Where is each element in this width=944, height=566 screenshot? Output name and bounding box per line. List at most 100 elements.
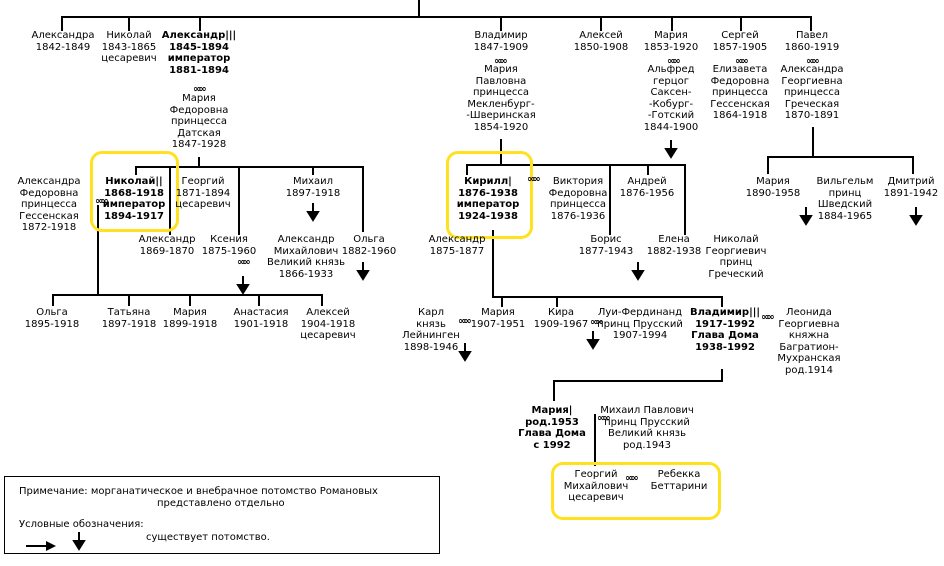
person-line: 1895-1918 [24, 318, 80, 330]
person-line: 1882-1938 [646, 245, 702, 257]
person-line: Алексей [306, 307, 350, 318]
person-line: 1876-1956 [619, 187, 675, 199]
person-line: Гессенская [19, 210, 79, 222]
person-line: Ольга [353, 234, 385, 245]
person-line: Георгий [574, 469, 618, 480]
person-line: 1847-1909 [473, 41, 529, 53]
person-line: Ольга [36, 307, 68, 318]
person-line: Борис [590, 234, 622, 245]
person-line: Глава Дома [691, 330, 759, 341]
person-line: 1907-1994 [612, 330, 668, 341]
person-line: герцог [653, 75, 689, 87]
person-line: цесаревич [101, 53, 157, 64]
person-line: -Шверинская [466, 110, 536, 121]
person-line: Мария [756, 176, 790, 187]
person-line: Павловна [475, 75, 527, 87]
person-line: принц Прусский [604, 416, 690, 428]
person-line: 1875-1877 [429, 245, 485, 257]
marriage-icon: ∞∞ [237, 257, 251, 268]
person-line: Владимир||| [689, 307, 761, 318]
person-line: Александр [138, 234, 196, 245]
person-line: с 1992 [533, 439, 571, 451]
person-line: Георгиевна [778, 318, 840, 330]
person-line: император [456, 199, 520, 210]
person-line: Владимир [474, 30, 528, 41]
person-line: 1845-1894 [169, 41, 229, 53]
person-line: Федоровна [19, 187, 79, 199]
highlight-kirill [446, 151, 533, 239]
person-line: принцесса [549, 199, 607, 210]
marriage-icon: ∞∞ [95, 196, 109, 207]
person-line: Великий князь [608, 428, 686, 439]
descendant-arrow-icon [236, 284, 250, 295]
person-line: принц [719, 257, 753, 268]
person-line: Андрей [627, 176, 667, 187]
person-line: Вильгельм [816, 176, 874, 187]
person-line: Николай [106, 30, 152, 41]
person-line: Леонида [786, 307, 832, 318]
person-line: 1890-1958 [745, 187, 801, 199]
marriage-icon: ∞∞ [193, 84, 207, 95]
person-line: 1909-1967 [533, 318, 589, 330]
marriage-icon: ∞∞ [806, 56, 820, 67]
person-line: Дмитрий [887, 176, 935, 187]
legend-text: существует потомство. [146, 532, 270, 543]
person-line: 1860-1919 [784, 41, 840, 53]
highlight-nikolai2 [90, 151, 179, 232]
person-line: Лейнинген [402, 330, 460, 341]
person-line: цесаревич [568, 492, 624, 503]
person-line: Великий князь [267, 257, 345, 268]
person-line: 1901-1918 [233, 318, 289, 330]
marriage-icon: ∞∞ [458, 316, 472, 327]
person-line: 1843-1865 [101, 41, 157, 53]
person-line: цесаревич [300, 330, 356, 341]
marriage-icon: ∞∞ [735, 56, 749, 67]
person-line: 1897-1918 [285, 187, 341, 199]
person-line: Мария [173, 307, 207, 318]
person-line: 1894-1917 [104, 210, 164, 222]
person-line: 1872-1918 [21, 222, 77, 233]
person-line: Мария [182, 93, 216, 104]
person-line: Алексей [579, 30, 623, 41]
person-line: 1844-1900 [643, 121, 699, 133]
person-line: Елизавета [712, 64, 768, 75]
person-line: 1876-1938 [458, 187, 518, 199]
person-line: Гессенская [710, 98, 770, 110]
person-line: Греческая [784, 98, 840, 110]
descendant-arrow-icon [586, 339, 600, 350]
person-line: Михайлович [273, 245, 339, 257]
person-line: Альфред [647, 64, 695, 75]
person-line: 1871-1894 [175, 187, 231, 199]
person-line: Федоровна [169, 104, 229, 116]
person-line: 1898-1946 [403, 341, 459, 353]
marriage-icon: ∞∞ [761, 312, 775, 323]
person-line: 1917-1992 [695, 318, 755, 330]
person-line: Анастасия [233, 307, 289, 318]
person-line: Кира [547, 307, 575, 318]
person-line: 1904-1918 [300, 318, 356, 330]
person-line: принцесса [170, 116, 228, 127]
person-line: Александр [277, 234, 335, 245]
person-line: Елена [658, 234, 690, 245]
person-line: принцесса [711, 87, 768, 98]
highlight-georgii [551, 462, 721, 520]
person-line: княжна [788, 330, 830, 341]
descendant-arrow-icon [458, 351, 472, 362]
note-remark: Примечание: морганатическое и внебрачное… [19, 486, 378, 497]
